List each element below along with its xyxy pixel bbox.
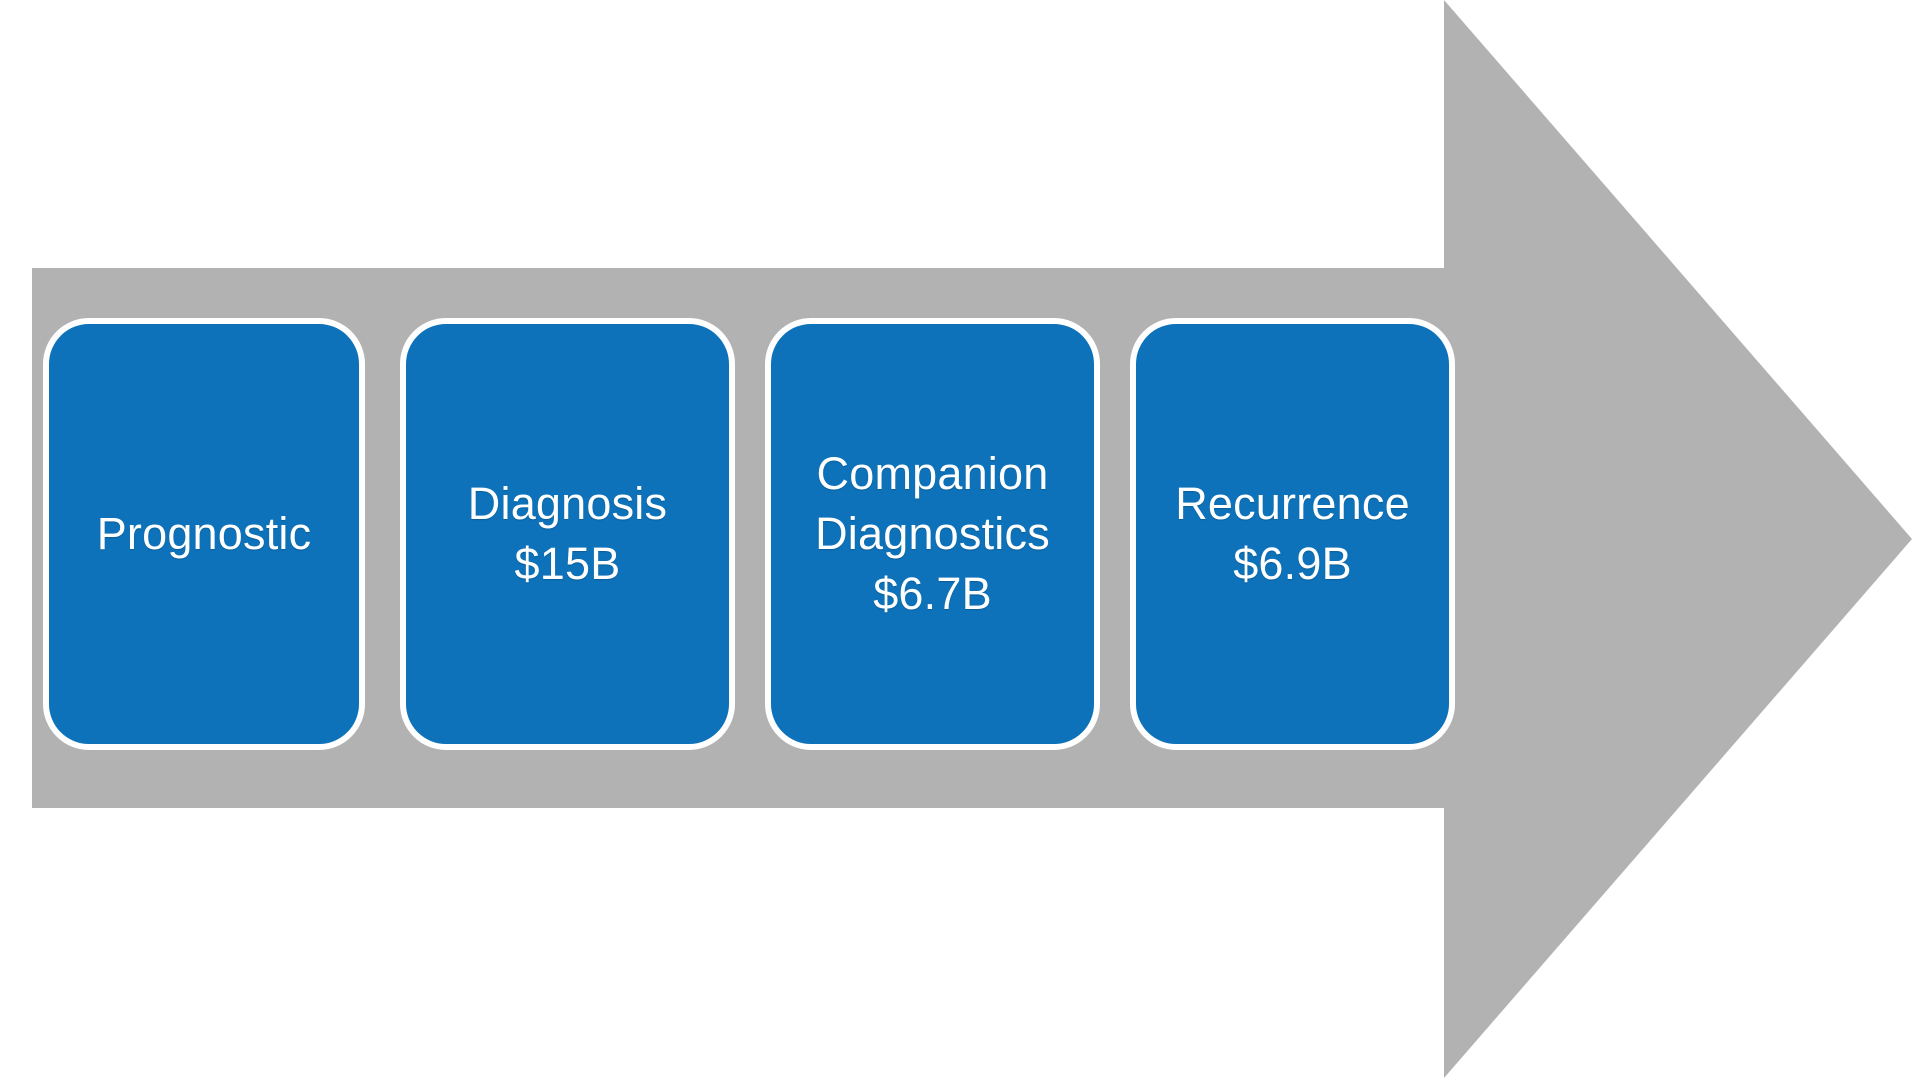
stage-value-line: $6.7B (873, 567, 992, 619)
stage-label-line: Prognostic (96, 508, 312, 560)
stage-box-diagnosis[interactable]: Diagnosis $15B (400, 318, 735, 750)
stage-label-line: Recurrence (1175, 478, 1410, 530)
stage-label-line: Diagnosis (467, 478, 668, 530)
stage-box-recurrence[interactable]: Recurrence $6.9B (1130, 318, 1455, 750)
stage-box-companion-diagnostics[interactable]: Companion Diagnostics $6.7B (765, 318, 1100, 750)
stage-box-prognostic[interactable]: Prognostic (43, 318, 365, 750)
stage-label-line-2: Diagnostics (815, 508, 1050, 560)
stage-label-line: Companion (816, 448, 1049, 500)
stage-value-line: $15B (514, 538, 621, 589)
stage-value-line: $6.9B (1233, 538, 1352, 589)
